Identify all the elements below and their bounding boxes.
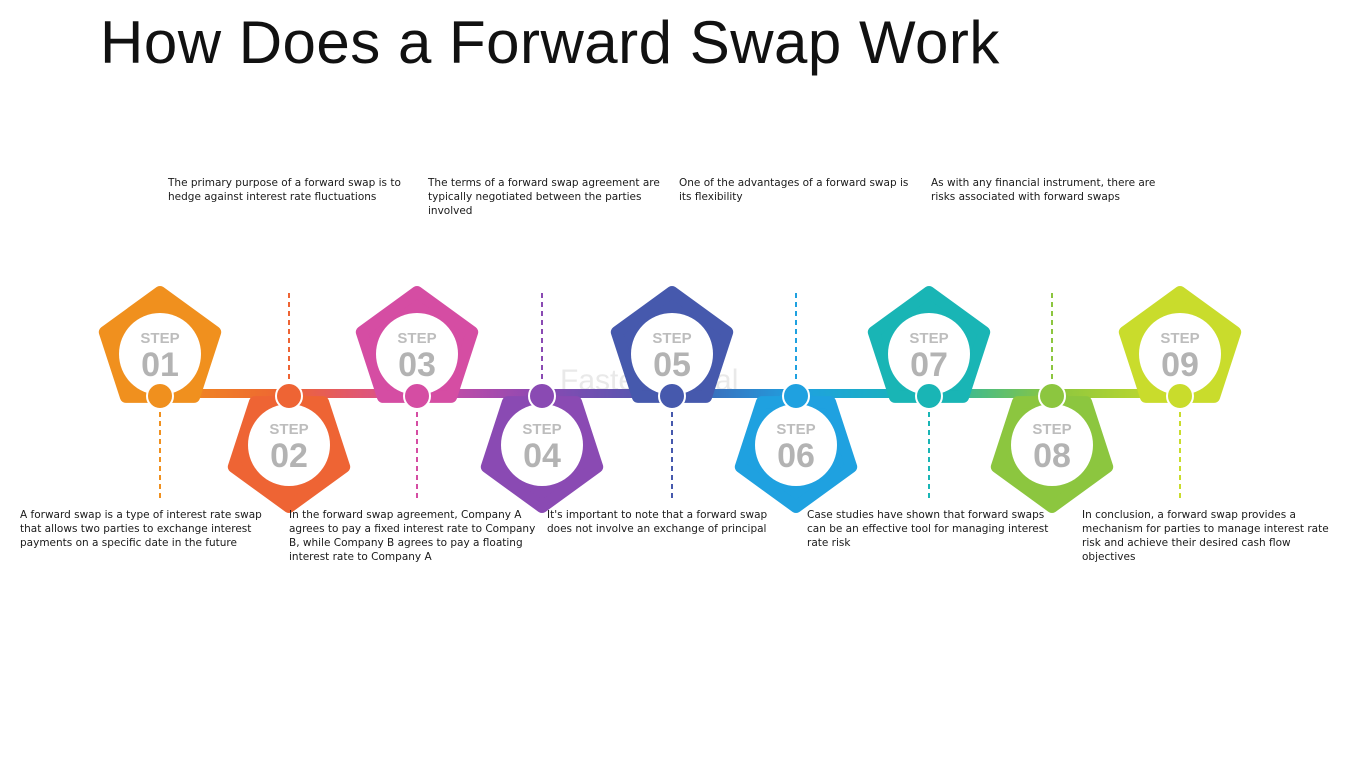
step-number: 03 [398,346,436,384]
step-inner-circle [1139,313,1221,395]
step-label: STEP [140,330,179,347]
step-node-dot [275,382,303,410]
step-description-08: As with any financial instrument, there … [931,177,1156,203]
step-label: STEP [652,330,691,347]
step-inner-circle [248,404,330,486]
step-description-06: One of the advantages of a forward swap … [679,177,909,203]
step-number: 07 [910,346,948,384]
step-label: STEP [1160,330,1199,347]
step-description-09: In conclusion, a forward swap provides a… [1082,509,1329,563]
step-node-dot [915,382,943,410]
step-description-03: In the forward swap agreement, Company A… [289,509,536,563]
step-inner-circle [1011,404,1093,486]
step-node-dot [1166,382,1194,410]
step-number: 04 [523,437,561,475]
step-label: STEP [909,330,948,347]
step-label: STEP [397,330,436,347]
step-number: 09 [1161,346,1199,384]
step-number: 01 [141,346,179,384]
step-node-dot [1038,382,1066,410]
step-number: 05 [653,346,691,384]
step-inner-circle [376,313,458,395]
step-description-02: The primary purpose of a forward swap is… [168,177,401,203]
page-title: How Does a Forward Swap Work [100,9,1000,76]
step-inner-circle [119,313,201,395]
step-node-dot [782,382,810,410]
step-description-01: A forward swap is a type of interest rat… [20,509,262,549]
step-label: STEP [776,421,815,438]
step-label: STEP [269,421,308,438]
step-number: 02 [270,437,308,475]
step-description-07: Case studies have shown that forward swa… [807,509,1049,549]
step-label: STEP [522,421,561,438]
step-description-04: The terms of a forward swap agreement ar… [428,177,660,217]
step-inner-circle [755,404,837,486]
step-number: 08 [1033,437,1071,475]
step-description-05: It's important to note that a forward sw… [547,509,768,535]
step-node-dot [146,382,174,410]
step-node-dot [403,382,431,410]
step-inner-circle [888,313,970,395]
step-node-dot [528,382,556,410]
step-number: 06 [777,437,815,475]
step-inner-circle [501,404,583,486]
step-label: STEP [1032,421,1071,438]
step-node-dot [658,382,686,410]
step-inner-circle [631,313,713,395]
